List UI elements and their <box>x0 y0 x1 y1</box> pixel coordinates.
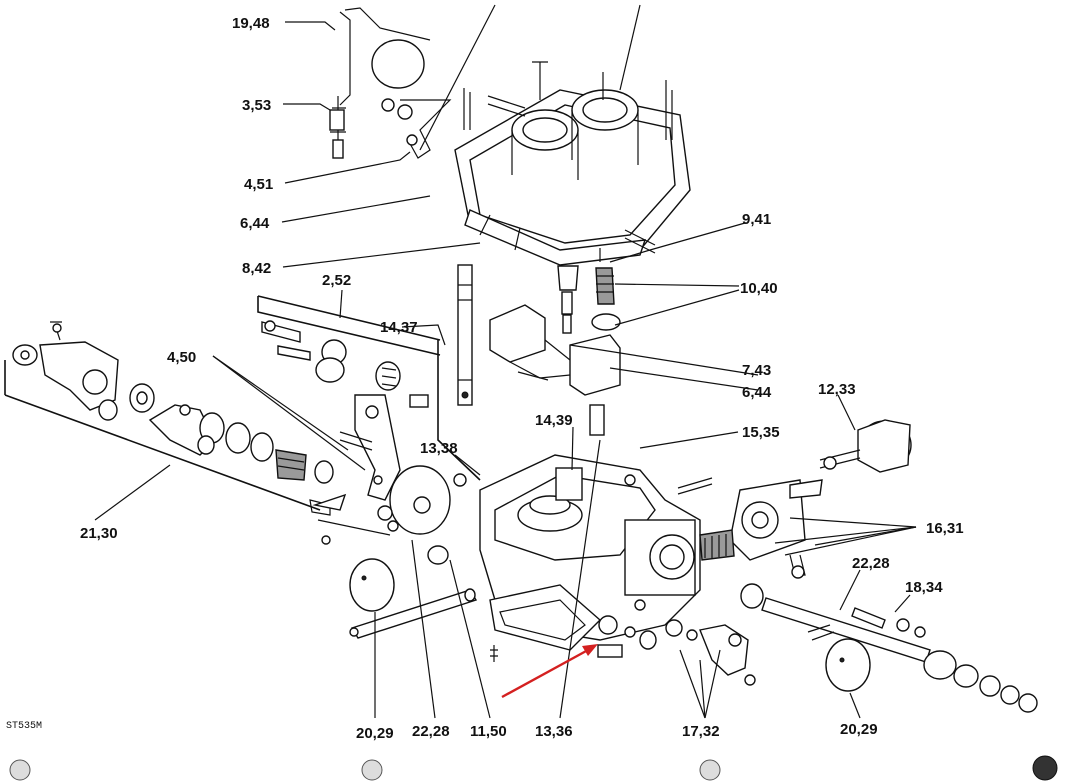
label-7-43: 7,43 <box>742 362 771 379</box>
label-22-28-right: 22,28 <box>852 555 890 572</box>
label-3-53: 3,53 <box>242 97 271 114</box>
label-22-28-bottom: 22,28 <box>412 723 450 740</box>
highlight-arrow <box>501 644 598 699</box>
main-body <box>479 454 701 662</box>
label-15-35: 15,35 <box>742 424 780 441</box>
label-10-40: 10,40 <box>740 280 778 297</box>
label-20-29-left: 20,29 <box>356 725 394 742</box>
label-11-50: 11,50 <box>470 723 507 740</box>
label-6-44-top: 6,44 <box>240 215 270 232</box>
label-6-44-mid: 6,44 <box>742 384 772 401</box>
choke-linkage <box>261 320 429 501</box>
top-left-linkage <box>329 7 452 159</box>
top-cover-assembly <box>454 61 691 266</box>
float-assembly <box>489 304 621 396</box>
label-17-32: 17,32 <box>682 723 720 740</box>
right-throttle-shaft <box>639 583 1038 713</box>
diagram-code: ST535M <box>6 721 42 732</box>
needle-valve-parts <box>557 265 621 334</box>
label-18-34: 18,34 <box>905 579 943 596</box>
label-14-39: 14,39 <box>535 412 573 429</box>
accelerator-pump <box>309 465 467 565</box>
label-12-33: 12,33 <box>818 381 856 398</box>
label-13-36: 13,36 <box>535 723 573 740</box>
label-19-48: 19,48 <box>232 15 270 32</box>
label-20-29-right: 20,29 <box>840 721 878 738</box>
assembly-brackets <box>4 295 481 511</box>
left-diaphragm <box>349 558 478 639</box>
label-13-38: 13,38 <box>420 440 458 457</box>
punch-holes <box>9 755 1058 781</box>
label-16-31: 16,31 <box>926 520 964 537</box>
emulsion-tube <box>457 264 605 436</box>
label-8-42: 8,42 <box>242 260 271 277</box>
label-9-41: 9,41 <box>742 211 771 228</box>
label-4-51: 4,51 <box>244 176 273 193</box>
leader-lines <box>94 4 917 719</box>
label-14-37: 14,37 <box>380 319 418 336</box>
label-2-52: 2,52 <box>322 272 351 289</box>
part-labels: 19,48 3,53 4,51 6,44 8,42 9,41 2,52 14,3… <box>6 15 964 742</box>
right-choke-housing <box>677 419 912 579</box>
label-21-30: 21,30 <box>80 525 118 542</box>
label-4-50: 4,50 <box>167 349 196 366</box>
left-throttle-linkage <box>12 321 334 484</box>
